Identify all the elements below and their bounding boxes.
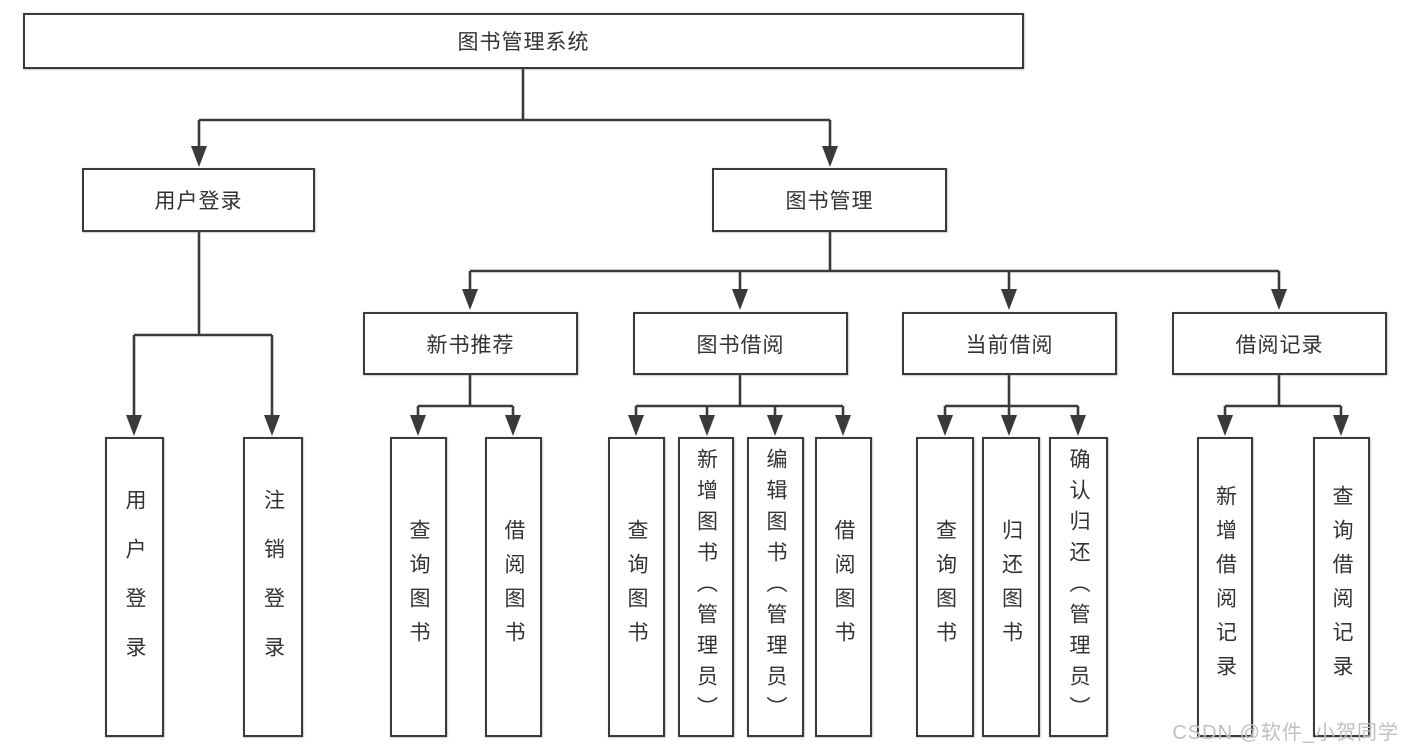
leaf-query-books-3-label: 查询图书 bbox=[933, 519, 957, 655]
node-user-login-label: 用户登录 bbox=[154, 190, 243, 213]
watermark: CSDN @软件_小贺同学 bbox=[1172, 722, 1399, 744]
node-new-book-recommend: 新书推荐 bbox=[363, 312, 578, 375]
leaf-return-books: 归还图书 bbox=[982, 437, 1040, 737]
leaf-user-login-label: 用户登录 bbox=[123, 489, 146, 685]
node-book-borrowing: 图书借阅 bbox=[633, 312, 848, 375]
leaf-query-books-2: 查询图书 bbox=[608, 437, 665, 737]
leaf-query-borrow-record: 查询借阅记录 bbox=[1313, 437, 1370, 737]
leaf-query-books-1-label: 查询图书 bbox=[407, 519, 430, 655]
leaf-add-books-admin-label: 新增图书（管理员） bbox=[694, 447, 718, 727]
node-borrowing-records: 借阅记录 bbox=[1172, 312, 1387, 375]
node-current-borrowing-label: 当前借阅 bbox=[965, 333, 1054, 357]
leaf-logout: 注销登录 bbox=[243, 437, 303, 737]
node-root: 图书管理系统 bbox=[23, 13, 1024, 69]
leaf-borrow-books-1: 借阅图书 bbox=[485, 437, 542, 737]
node-book-management: 图书管理 bbox=[712, 168, 947, 232]
leaf-user-login: 用户登录 bbox=[105, 437, 164, 737]
leaf-borrow-books-2: 借阅图书 bbox=[815, 437, 872, 737]
node-new-book-recommend-label: 新书推荐 bbox=[426, 333, 515, 357]
node-book-management-label: 图书管理 bbox=[785, 190, 874, 213]
node-borrowing-records-label: 借阅记录 bbox=[1235, 333, 1324, 357]
leaf-borrow-books-2-label: 借阅图书 bbox=[832, 519, 855, 655]
leaf-query-borrow-record-label: 查询借阅记录 bbox=[1330, 485, 1353, 689]
leaf-confirm-return-admin-label: 确认归还（管理员） bbox=[1067, 447, 1090, 727]
node-current-borrowing: 当前借阅 bbox=[902, 312, 1117, 375]
leaf-query-books-3: 查询图书 bbox=[916, 437, 974, 737]
node-book-borrowing-label: 图书借阅 bbox=[696, 333, 785, 357]
node-root-label: 图书管理系统 bbox=[457, 31, 590, 54]
leaf-query-books-1: 查询图书 bbox=[390, 437, 447, 737]
leaf-add-borrow-record-label: 新增借阅记录 bbox=[1213, 485, 1237, 689]
leaf-confirm-return-admin: 确认归还（管理员） bbox=[1049, 437, 1108, 737]
leaf-edit-books-admin-label: 编辑图书（管理员） bbox=[764, 447, 787, 727]
leaf-add-books-admin: 新增图书（管理员） bbox=[678, 437, 734, 737]
arrowheads bbox=[126, 146, 1349, 436]
node-user-login: 用户登录 bbox=[82, 168, 315, 232]
leaf-edit-books-admin: 编辑图书（管理员） bbox=[747, 437, 804, 737]
leaf-return-books-label: 归还图书 bbox=[999, 519, 1023, 655]
leaf-borrow-books-1-label: 借阅图书 bbox=[502, 519, 525, 655]
leaf-logout-label: 注销登录 bbox=[261, 489, 285, 685]
leaf-add-borrow-record: 新增借阅记录 bbox=[1197, 437, 1253, 737]
tree-edges bbox=[132, 69, 1343, 419]
leaf-query-books-2-label: 查询图书 bbox=[625, 519, 648, 655]
